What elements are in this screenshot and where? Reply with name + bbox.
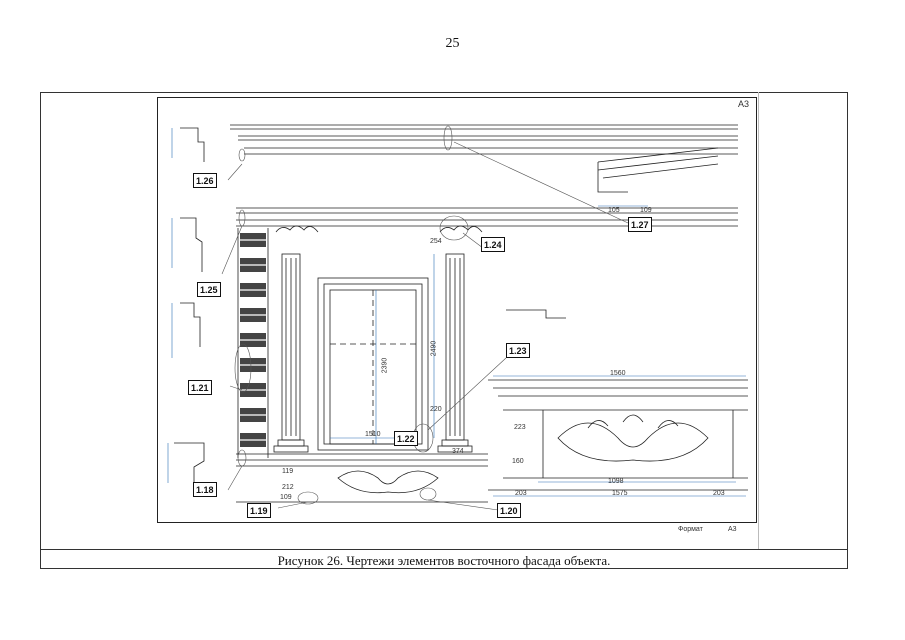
dim-cornice-a: 105: [608, 207, 620, 214]
dim-panel-mid: 1098: [608, 478, 624, 485]
callout-1-27: 1.27: [628, 217, 652, 232]
caption-row: Рисунок 26. Чертежи элементов восточного…: [40, 549, 848, 569]
callout-1-23: 1.23: [506, 343, 530, 358]
left-column: [273, 225, 319, 453]
dim-sill-a: 119: [282, 468, 294, 475]
dim-panel-b: 160: [512, 458, 524, 465]
cornice-detail: [597, 147, 719, 193]
sheet-edge: [758, 92, 759, 549]
sheet-footer-right: А3: [728, 526, 737, 533]
base-moulding: [236, 453, 488, 503]
dim-window-width: 1510: [365, 431, 381, 438]
dim-col-base2: 220: [430, 406, 442, 413]
dim-sill-c: 109: [280, 494, 292, 501]
callout-1-25: 1.25: [197, 282, 221, 297]
profile-sketches: [174, 127, 566, 485]
dim-window-height: 2390: [381, 357, 389, 374]
dim-column-height: 2490: [430, 340, 438, 357]
top-cornice: [230, 124, 738, 155]
callout-1-19: 1.19: [247, 503, 271, 518]
dim-panel-top: 1560: [610, 370, 626, 377]
dim-panel-left: 203: [515, 490, 527, 497]
sheet-footer-left: Формат: [678, 526, 703, 533]
drawing-sheet: [157, 97, 757, 523]
facade-drawing: [167, 124, 748, 511]
callout-1-20: 1.20: [497, 503, 521, 518]
page-number: 25: [445, 36, 460, 51]
figure-frame: [40, 92, 848, 569]
dim-col-base: 374: [452, 448, 464, 455]
callout-1-18: 1.18: [193, 482, 217, 497]
right-column: [437, 225, 483, 453]
dim-cornice-b: 109: [640, 207, 652, 214]
dim-panel-a: 223: [514, 424, 526, 431]
dim-col-cap: 254: [430, 238, 442, 245]
callout-1-21: 1.21: [188, 380, 212, 395]
sheet-corner-mark: A3: [738, 99, 750, 109]
ornament-panel-detail: [488, 379, 748, 491]
callout-1-24: 1.24: [481, 237, 505, 252]
callout-1-26: 1.26: [193, 173, 217, 188]
entablature: [236, 207, 738, 227]
callout-1-22: 1.22: [394, 431, 418, 446]
window-opening: [317, 277, 429, 451]
dim-sill-b: 212: [282, 484, 294, 491]
figure-caption: Рисунок 26. Чертежи элементов восточного…: [277, 553, 611, 568]
dim-panel-right: 203: [713, 490, 725, 497]
dim-panel-bottom: 1575: [612, 490, 628, 497]
